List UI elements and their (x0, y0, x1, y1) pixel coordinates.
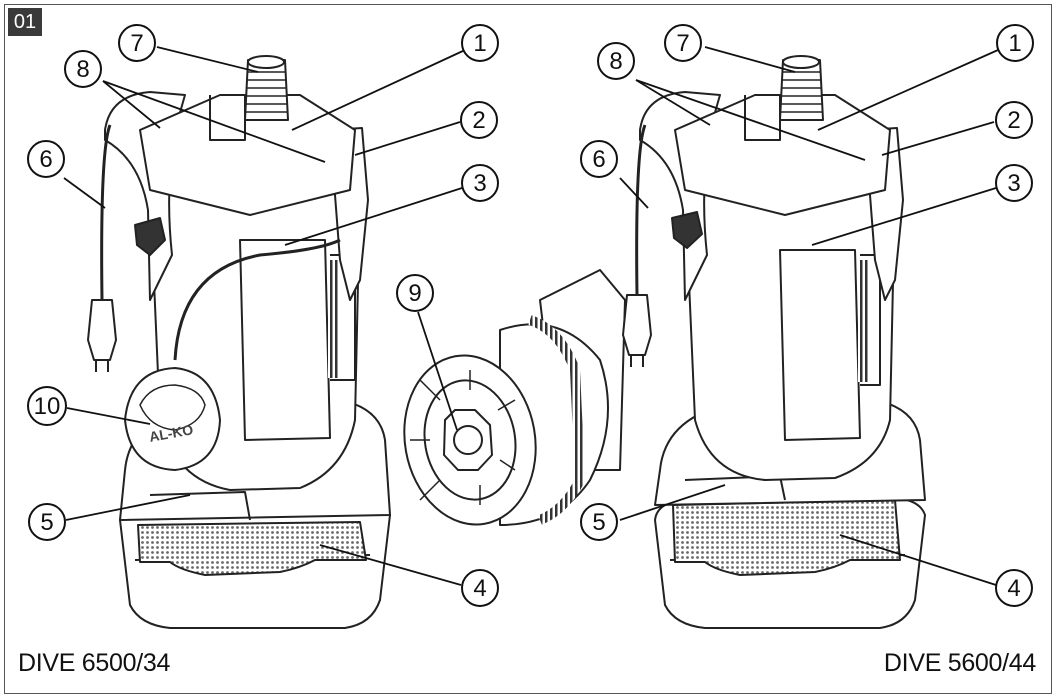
svg-text:10: 10 (34, 393, 61, 420)
callout-right-4: 4 (995, 569, 1033, 607)
svg-text:7: 7 (676, 30, 689, 57)
callout-left-1: 1 (461, 24, 499, 62)
model-caption-left: DIVE 6500/34 (18, 649, 171, 677)
callout-right-3: 3 (995, 164, 1033, 202)
callout-right-6: 6 (580, 140, 618, 178)
svg-text:2: 2 (1007, 107, 1020, 134)
svg-text:5: 5 (40, 509, 53, 536)
callout-middle-9: 9 (396, 274, 434, 312)
callout-left-6: 6 (27, 140, 65, 178)
callout-left-2: 2 (460, 101, 498, 139)
callout-left-7: 7 (118, 24, 156, 62)
model-caption-right: DIVE 5600/44 (883, 649, 1036, 677)
svg-text:6: 6 (39, 146, 52, 173)
svg-text:5: 5 (592, 509, 605, 536)
svg-text:8: 8 (76, 56, 89, 83)
left-float-logo: AL-KO (148, 421, 195, 444)
left-pump-cable (100, 124, 112, 301)
svg-text:4: 4 (473, 575, 486, 602)
svg-text:7: 7 (130, 30, 143, 57)
svg-text:1: 1 (1008, 30, 1021, 57)
callout-right-8: 8 (597, 42, 635, 80)
svg-text:4: 4 (1007, 575, 1020, 602)
left-pump-outlet (244, 59, 289, 121)
base-detail-view (403, 269, 626, 526)
right-pump-strainer (672, 499, 901, 576)
svg-text:6: 6 (592, 146, 605, 173)
callout-left-4: 4 (461, 569, 499, 607)
callout-right-5: 5 (580, 503, 618, 541)
svg-text:3: 3 (1007, 170, 1020, 197)
callout-right-1: 1 (996, 24, 1034, 62)
left-pump-plug (87, 299, 117, 361)
left-pump: AL-KO (87, 55, 391, 629)
callout-left-3: 3 (461, 164, 499, 202)
callout-left-8: 8 (64, 50, 102, 88)
callout-right-7: 7 (664, 24, 702, 62)
callout-left-5: 5 (28, 503, 66, 541)
svg-text:3: 3 (473, 170, 486, 197)
callout-left-10: 10 (27, 386, 67, 426)
svg-text:8: 8 (609, 48, 622, 75)
right-pump-plug (622, 294, 652, 356)
leader-lines (63, 46, 999, 586)
svg-text:1: 1 (473, 30, 486, 57)
figure-number-tag: 01 (8, 8, 42, 36)
svg-text:9: 9 (408, 280, 421, 307)
right-pump-cable (635, 124, 647, 296)
svg-text:2: 2 (472, 107, 485, 134)
right-pump (622, 55, 926, 629)
figure-frame (4, 4, 1052, 694)
callout-right-2: 2 (995, 101, 1033, 139)
left-pump-strainer (137, 521, 367, 576)
